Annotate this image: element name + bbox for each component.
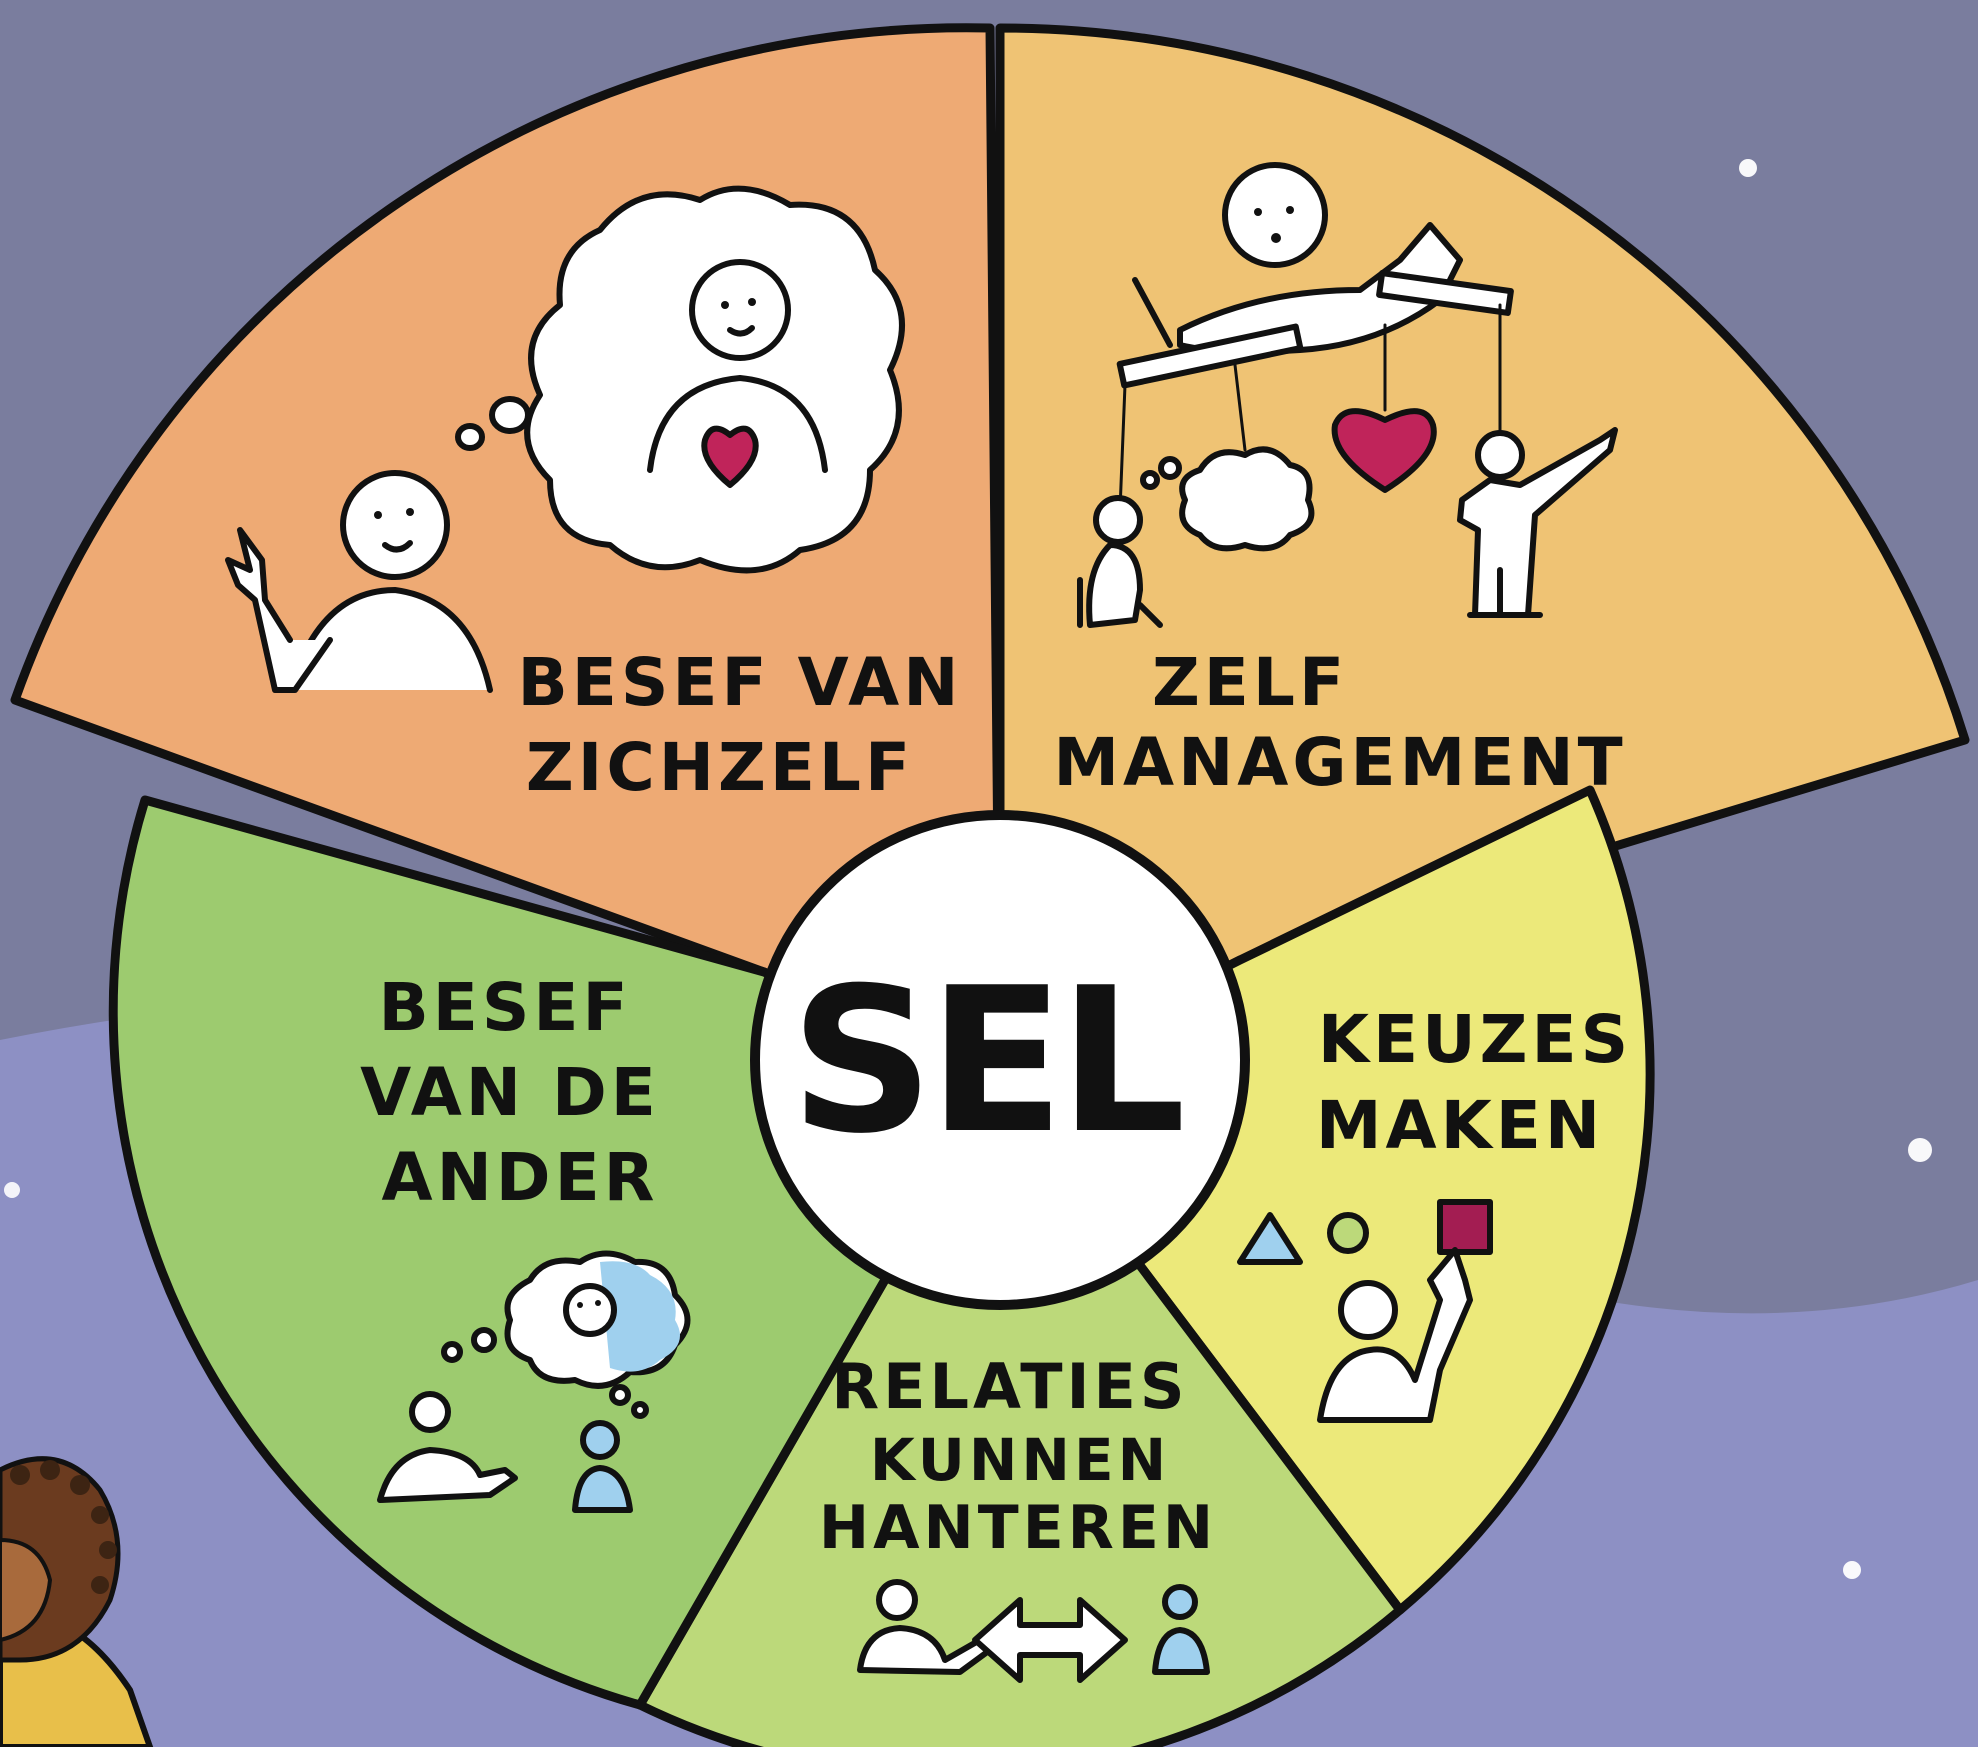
heart-icon	[701, 425, 759, 488]
star-icon	[4, 1182, 20, 1198]
center-title: SEL	[790, 945, 1181, 1178]
segment-label-line: MAKEN	[1316, 1087, 1604, 1164]
center-circle	[750, 810, 1250, 1310]
cloud-icon	[1179, 446, 1315, 552]
person-icon	[580, 1420, 620, 1460]
label-relationships: RELATIES KUNNEN HANTEREN	[819, 1350, 1217, 1563]
segment-label-line: RELATIES	[831, 1350, 1188, 1423]
icons-self-awareness	[225, 185, 905, 693]
label-self-awareness: BESEF VAN ZICHZELF	[518, 644, 963, 806]
person-icon	[876, 1579, 918, 1621]
icons-social-awareness	[377, 1250, 691, 1513]
double-arrow-icon	[972, 1597, 1128, 1683]
label-decisions: KEUZES MAKEN	[1316, 1001, 1632, 1164]
segment-relationships	[635, 1075, 1405, 1747]
segment-label-line: KUNNEN	[870, 1426, 1170, 1494]
thought-cloud-icon	[524, 185, 905, 574]
stars	[4, 159, 1932, 1579]
label-self-management: ZELF MANAGEMENT	[1053, 644, 1626, 801]
child-character-partial	[0, 1456, 154, 1747]
square-icon	[1437, 1199, 1493, 1255]
segment-label-line: BESEF	[378, 969, 631, 1046]
star-icon	[1739, 159, 1757, 177]
segment-label-line: ZELF	[1152, 644, 1348, 721]
person-icon	[409, 1391, 451, 1433]
pointing-person-icon	[1475, 430, 1525, 480]
segment-label-line: HANTEREN	[819, 1493, 1217, 1563]
person-icon	[1162, 1584, 1198, 1620]
star-icon	[1908, 1138, 1932, 1162]
segment-label-line: ANDER	[381, 1139, 658, 1216]
circle-icon	[1327, 1212, 1369, 1254]
person-head-icon	[689, 259, 791, 361]
segment-label-line: KEUZES	[1318, 1001, 1632, 1078]
icons-relationships	[857, 1579, 1210, 1683]
segment-label-line: BESEF VAN	[518, 644, 963, 721]
puppeteer-head-icon	[1222, 162, 1328, 268]
star-icon	[1843, 1561, 1861, 1579]
icons-decisions	[1237, 1199, 1493, 1423]
label-social-awareness: BESEF VAN DE ANDER	[360, 969, 660, 1216]
segment-decisions	[995, 785, 1655, 1615]
reaching-person-icon	[1338, 1280, 1398, 1340]
sitting-person-icon	[1093, 495, 1143, 545]
segment-label-line: VAN DE	[360, 1054, 660, 1131]
thinking-person-icon	[340, 470, 450, 580]
heart-icon	[1331, 408, 1437, 493]
icons-self-management	[1077, 162, 1618, 628]
triangle-icon	[1237, 1212, 1303, 1265]
segment-label-line: ZICHZELF	[526, 729, 914, 806]
segment-label-line: MANAGEMENT	[1053, 724, 1626, 801]
